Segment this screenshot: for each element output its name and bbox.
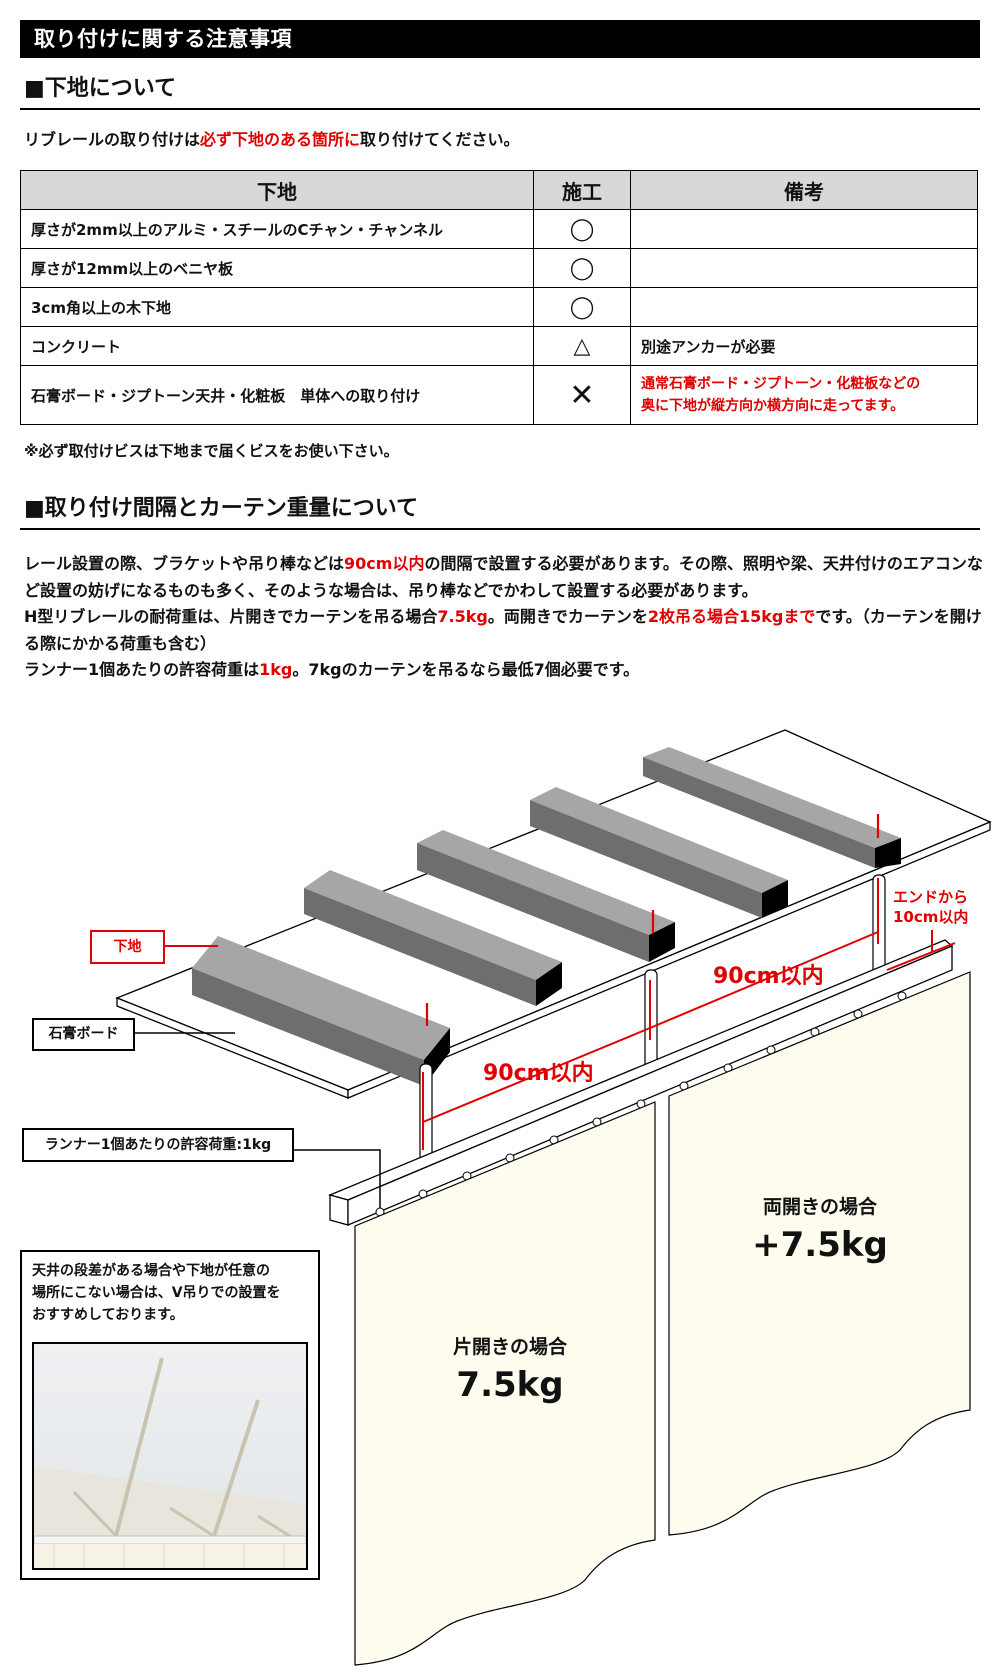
text: 。両開きでカーテンを	[487, 607, 648, 626]
note-line: おすすめしております。	[32, 1307, 184, 1323]
cell-base: 厚さが12mm以上のベニヤ板	[20, 248, 534, 288]
dimension-lines	[422, 878, 956, 1150]
cell-note	[630, 287, 978, 327]
column-header-base: 下地	[20, 170, 534, 210]
note-line: 天井の段差がある場合や下地が任意の	[32, 1263, 270, 1279]
cell-note	[630, 209, 978, 249]
cell-mark-circle-icon: ◯	[533, 248, 631, 288]
highlight-90cm: 90cm以内	[344, 554, 425, 573]
v-hanging-photo	[32, 1342, 308, 1570]
cell-mark-cross-icon: ✕	[533, 365, 631, 425]
para-spacing: レール設置の際、ブラケットや吊り棒などは90cm以内の間隔で設置する必要がありま…	[24, 551, 984, 604]
intro-after: 取り付けてください。	[360, 130, 520, 149]
installation-diagram	[115, 729, 992, 1666]
label-runner-load: ランナー1個あたりの許容荷重:1kg	[22, 1128, 294, 1162]
cell-base: コンクリート	[20, 326, 534, 366]
intro-highlight: 必ず下地のある箇所に	[200, 130, 361, 149]
cell-base: 3cm角以上の木下地	[20, 287, 534, 327]
page-title: 取り付けに関する注意事項	[20, 20, 980, 58]
cell-mark-triangle-icon: △	[533, 326, 631, 366]
table-row: 厚さが2mm以上のアルミ・スチールのCチャン・チャンネル ◯	[20, 209, 978, 249]
curtain-double-label: 両開きの場合 +7.5kg	[730, 1192, 910, 1265]
leader-lines	[134, 1032, 381, 1208]
section-heading-spacing-weight: ■取り付け間隔とカーテン重量について	[20, 492, 980, 530]
spacing-weight-paragraph: レール設置の際、ブラケットや吊り棒などは90cm以内の間隔で設置する必要がありま…	[24, 551, 984, 684]
cell-base: 石膏ボード・ジプトーン天井・化粧板 単体への取り付け	[20, 365, 534, 425]
screw-footnote: ※必ず取付けビスは下地まで届くビスをお使い下さい。	[24, 442, 399, 460]
text: です。（カーテンを開ける際にかかる荷重も含む）	[24, 607, 982, 653]
cell-mark-circle-icon: ◯	[533, 287, 631, 327]
text: H型リブレールの耐荷重は、片開きでカーテンを吊る場合	[24, 607, 438, 626]
note-line: 場所にこない場合は、V吊りでの設置を	[32, 1285, 281, 1301]
column-header-notes: 備考	[630, 170, 978, 210]
end-line-2: 10cm以内	[893, 908, 969, 926]
para-load: H型リブレールの耐荷重は、片開きでカーテンを吊る場合7.5kg。両開きでカーテン…	[24, 604, 984, 657]
text: ランナー1個あたりの許容荷重は	[24, 660, 260, 679]
highlight-15kg: 2枚吊る場合15kgまで	[647, 607, 816, 626]
v-hanging-photo-illustration	[34, 1344, 306, 1568]
double-caption: 両開きの場合	[762, 1196, 877, 1218]
label-end-distance: エンドから 10cm以内	[893, 887, 968, 927]
label-gypsum-board: 石膏ボード	[32, 1018, 135, 1051]
section-heading-base: ■下地について	[20, 72, 980, 110]
joist-center-marks	[425, 814, 880, 1026]
highlight-1kg: 1kg	[259, 660, 293, 679]
table-row: 厚さが12mm以上のベニヤ板 ◯	[20, 248, 978, 288]
label-spacing-lower: 90cm以内	[483, 1061, 594, 1086]
note-line-2: 奥に下地が縦方向か横方向に走ってます。	[641, 398, 905, 414]
rail-shape	[328, 939, 954, 1226]
table-row: 石膏ボード・ジプトーン天井・化粧板 単体への取り付け ✕ 通常石膏ボード・ジプト…	[20, 365, 978, 425]
end-line-1: エンドから	[893, 888, 969, 906]
base-material-table: 下地 施工 備考 厚さが2mm以上のアルミ・スチールのCチャン・チャンネル ◯ …	[20, 170, 978, 425]
table-header-row: 下地 施工 備考	[20, 170, 978, 210]
label-base: 下地	[90, 930, 165, 964]
curtain-double	[668, 971, 971, 1536]
column-header-work: 施工	[533, 170, 631, 210]
para-runner: ランナー1個あたりの許容荷重は1kg。7kgのカーテンを吊るなら最低7個必要です…	[24, 657, 984, 684]
text: 。7kgのカーテンを吊るなら最低7個必要です。	[292, 660, 640, 679]
cell-note-warning: 通常石膏ボード・ジプトーン・化粧板などの 奥に下地が縦方向か横方向に走ってます。	[630, 365, 978, 425]
curtain-single-label: 片開きの場合 7.5kg	[420, 1332, 600, 1405]
highlight-7-5kg: 7.5kg	[437, 607, 488, 626]
cell-mark-circle-icon: ◯	[533, 209, 631, 249]
label-spacing-upper: 90cm以内	[713, 964, 824, 989]
curtain-single	[354, 1101, 656, 1666]
intro-before: リブレールの取り付けは	[24, 130, 201, 149]
cell-base: 厚さが2mm以上のアルミ・スチールのCチャン・チャンネル	[20, 209, 534, 249]
text: レール設置の際、ブラケットや吊り棒などは	[24, 554, 345, 573]
double-weight: +7.5kg	[752, 1225, 888, 1265]
cell-note: 別途アンカーが必要	[630, 326, 978, 366]
joist-shapes	[192, 747, 901, 1086]
intro-text: リブレールの取り付けは必ず下地のある箇所に取り付けてください。	[24, 126, 520, 150]
note-line-1: 通常石膏ボード・ジプトーン・化粧板などの	[641, 376, 921, 392]
table-row: コンクリート △ 別途アンカーが必要	[20, 326, 978, 366]
single-caption: 片開きの場合	[452, 1336, 567, 1358]
text: の間隔で設置する必要があります。その際、照明や梁、天井付けのエアコンなど設置の妨…	[24, 554, 983, 600]
cell-note	[630, 248, 978, 288]
v-hanging-note-text: 天井の段差がある場合や下地が任意の 場所にこない場合は、V吊りでの設置を おすす…	[32, 1260, 312, 1326]
single-weight: 7.5kg	[456, 1365, 564, 1405]
table-row: 3cm角以上の木下地 ◯	[20, 287, 978, 327]
v-hanging-note-box: 天井の段差がある場合や下地が任意の 場所にこない場合は、V吊りでの設置を おすす…	[20, 1250, 320, 1580]
